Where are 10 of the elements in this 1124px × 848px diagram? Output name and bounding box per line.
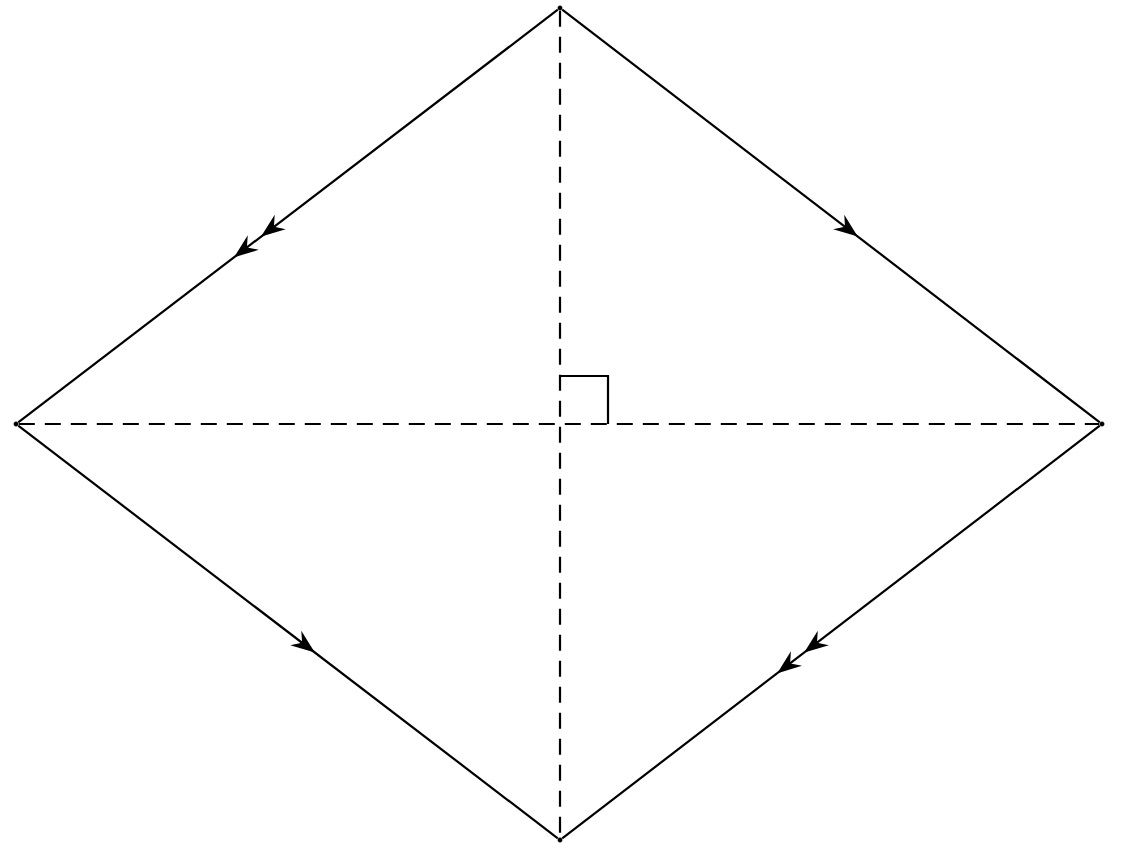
vertex-point: [557, 837, 563, 843]
vertex-point: [13, 421, 19, 427]
side-arrow: [561, 424, 1101, 840]
side-arrow: [17, 8, 559, 424]
dashed-diagonal: [558, 10, 562, 838]
vertex-point: [557, 5, 563, 11]
side-arrow: [17, 424, 559, 840]
vertex-point: [1099, 421, 1105, 427]
side-arrow: [561, 8, 1101, 424]
dashed-diagonal: [18, 422, 1100, 426]
